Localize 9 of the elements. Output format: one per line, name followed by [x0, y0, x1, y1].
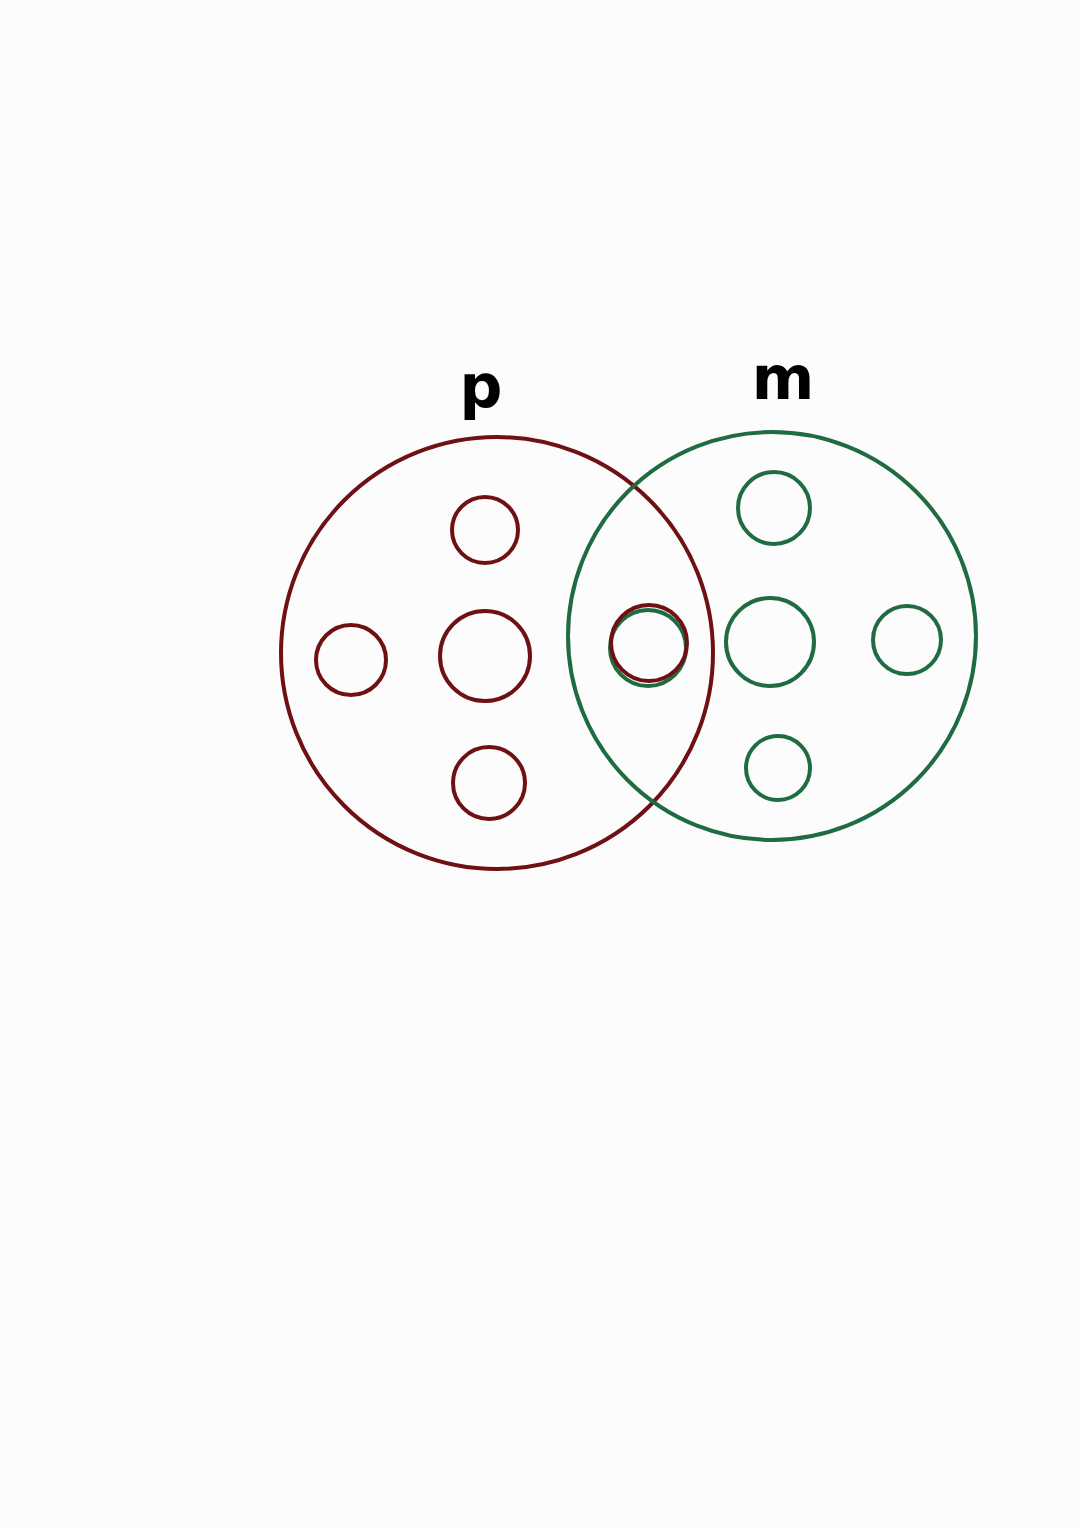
element-circle — [451, 745, 527, 821]
element-circle — [450, 495, 520, 565]
element-circle — [736, 470, 812, 546]
element-circle — [438, 609, 532, 703]
element-circle — [314, 623, 388, 697]
set-label: m — [751, 348, 815, 408]
element-circle — [724, 596, 816, 688]
element-circle — [871, 604, 943, 676]
element-circle — [744, 734, 812, 802]
